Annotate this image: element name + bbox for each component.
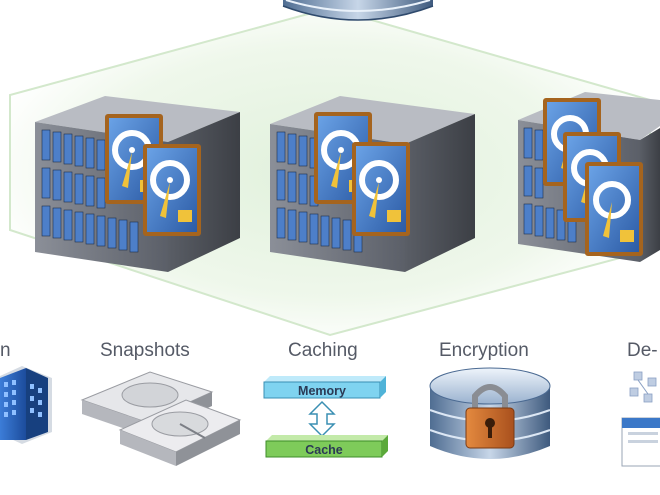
locked-database-icon bbox=[429, 367, 551, 459]
storage-database-disk-icon bbox=[282, 0, 434, 21]
cache-box: Cache bbox=[265, 435, 388, 458]
building-icon bbox=[0, 366, 52, 444]
hard-disk-icon bbox=[143, 144, 201, 236]
hard-drives-icon bbox=[80, 371, 242, 466]
hard-disk-icon bbox=[585, 162, 643, 256]
caching-diagram: Memory Cache bbox=[263, 376, 388, 458]
feature-label-encryption: Encryption bbox=[439, 340, 529, 361]
server-rack-1 bbox=[35, 96, 240, 272]
memory-label: Memory bbox=[298, 384, 346, 398]
feature-label-partial-left: n bbox=[0, 340, 11, 361]
bidirectional-arrow-icon bbox=[308, 400, 336, 438]
cache-label: Cache bbox=[305, 443, 343, 457]
memory-box: Memory bbox=[263, 376, 386, 399]
feature-label-partial-right: De- bbox=[627, 340, 658, 361]
feature-label-caching: Caching bbox=[288, 340, 358, 361]
server-rack-2 bbox=[270, 96, 475, 272]
deduplication-icon bbox=[621, 371, 660, 467]
feature-label-snapshots: Snapshots bbox=[100, 340, 190, 361]
hard-disk-icon bbox=[352, 142, 410, 236]
server-rack-3 bbox=[518, 92, 660, 262]
